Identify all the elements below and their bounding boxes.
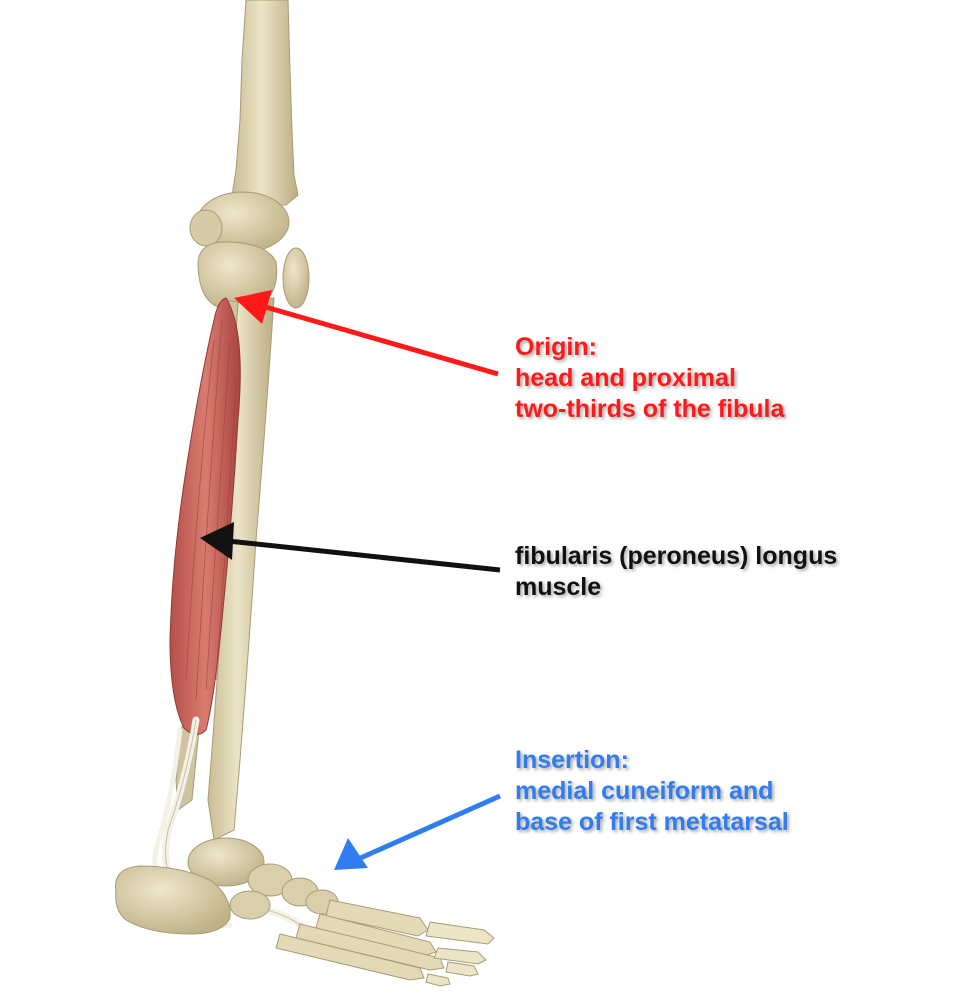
insertion-arrow: [334, 793, 502, 870]
femoral-condyle-medial: [189, 209, 223, 247]
origin-label: Origin: head and proximal two-thirds of …: [515, 332, 784, 425]
phalanx-bones: [425, 921, 495, 987]
insertion-label: Insertion: medial cuneiform and base of …: [515, 745, 789, 838]
patella-bone: [282, 247, 310, 309]
insertion-heading: Insertion:: [515, 746, 629, 774]
muscle-fibers: [185, 319, 237, 701]
talus-bone: [187, 837, 265, 887]
origin-heading: Origin:: [515, 333, 597, 361]
femur-bone: [231, 0, 299, 207]
insertion-detail-line2: base of first metatarsal: [515, 808, 789, 836]
muscle-label: fibularis (peroneus) longus muscle: [515, 541, 837, 603]
metatarsal-bones: [275, 899, 445, 981]
tarsal-bones: [229, 863, 339, 920]
calcaneus-bone: [115, 865, 231, 935]
muscle-name-line2: muscle: [515, 573, 602, 601]
origin-detail-line1: head and proximal: [515, 364, 736, 392]
origin-arrow: [234, 290, 499, 377]
fibularis-longus-muscle: [169, 297, 241, 735]
tibia-head: [197, 241, 278, 310]
muscle-arrow: [200, 522, 501, 573]
origin-detail-line2: two-thirds of the fibula: [515, 395, 785, 423]
insertion-detail-line1: medial cuneiform and: [515, 777, 774, 805]
muscle-name-line1: fibularis (peroneus) longus: [515, 542, 838, 570]
